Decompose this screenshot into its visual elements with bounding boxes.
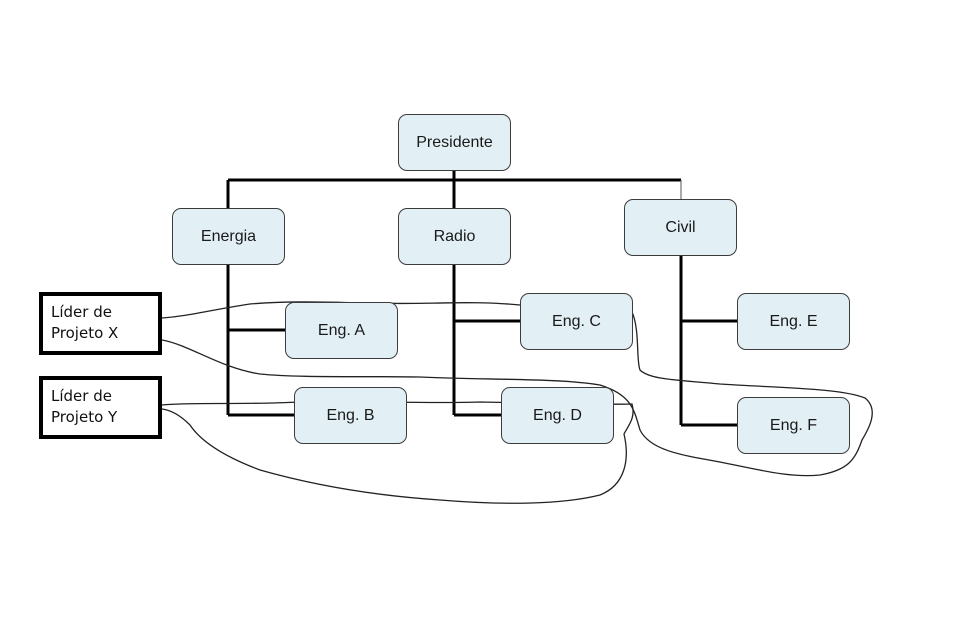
node-label: Energia [200, 227, 257, 245]
leader-label-line2: Projeto Y [51, 408, 118, 426]
node-label: Radio [433, 227, 476, 245]
node-label: Eng. B [326, 406, 375, 424]
node-label: Eng. C [552, 312, 601, 330]
node-eng-a: Eng. A [285, 302, 398, 359]
leader-label-line1: Líder de [51, 303, 112, 321]
node-radio: Radio [398, 208, 511, 265]
node-label: Eng. A [317, 321, 366, 339]
project-leader-x: Líder de Projeto X [39, 292, 162, 355]
node-label: Eng. F [769, 416, 818, 434]
node-civil: Civil [624, 199, 737, 256]
node-presidente: Presidente [398, 114, 511, 171]
node-label: Eng. D [533, 406, 582, 424]
node-energia: Energia [172, 208, 285, 265]
node-eng-f: Eng. F [737, 397, 850, 454]
project-leader-y: Líder de Projeto Y [39, 376, 162, 439]
leader-label-line1: Líder de [51, 387, 112, 405]
node-label: Presidente [416, 133, 493, 151]
node-label: Eng. E [769, 312, 818, 330]
node-eng-e: Eng. E [737, 293, 850, 350]
node-eng-d: Eng. D [501, 387, 614, 444]
node-eng-b: Eng. B [294, 387, 407, 444]
leader-label-line2: Projeto X [51, 324, 119, 342]
node-eng-c: Eng. C [520, 293, 633, 350]
project-x-loop [161, 301, 873, 477]
node-label: Civil [665, 218, 696, 236]
